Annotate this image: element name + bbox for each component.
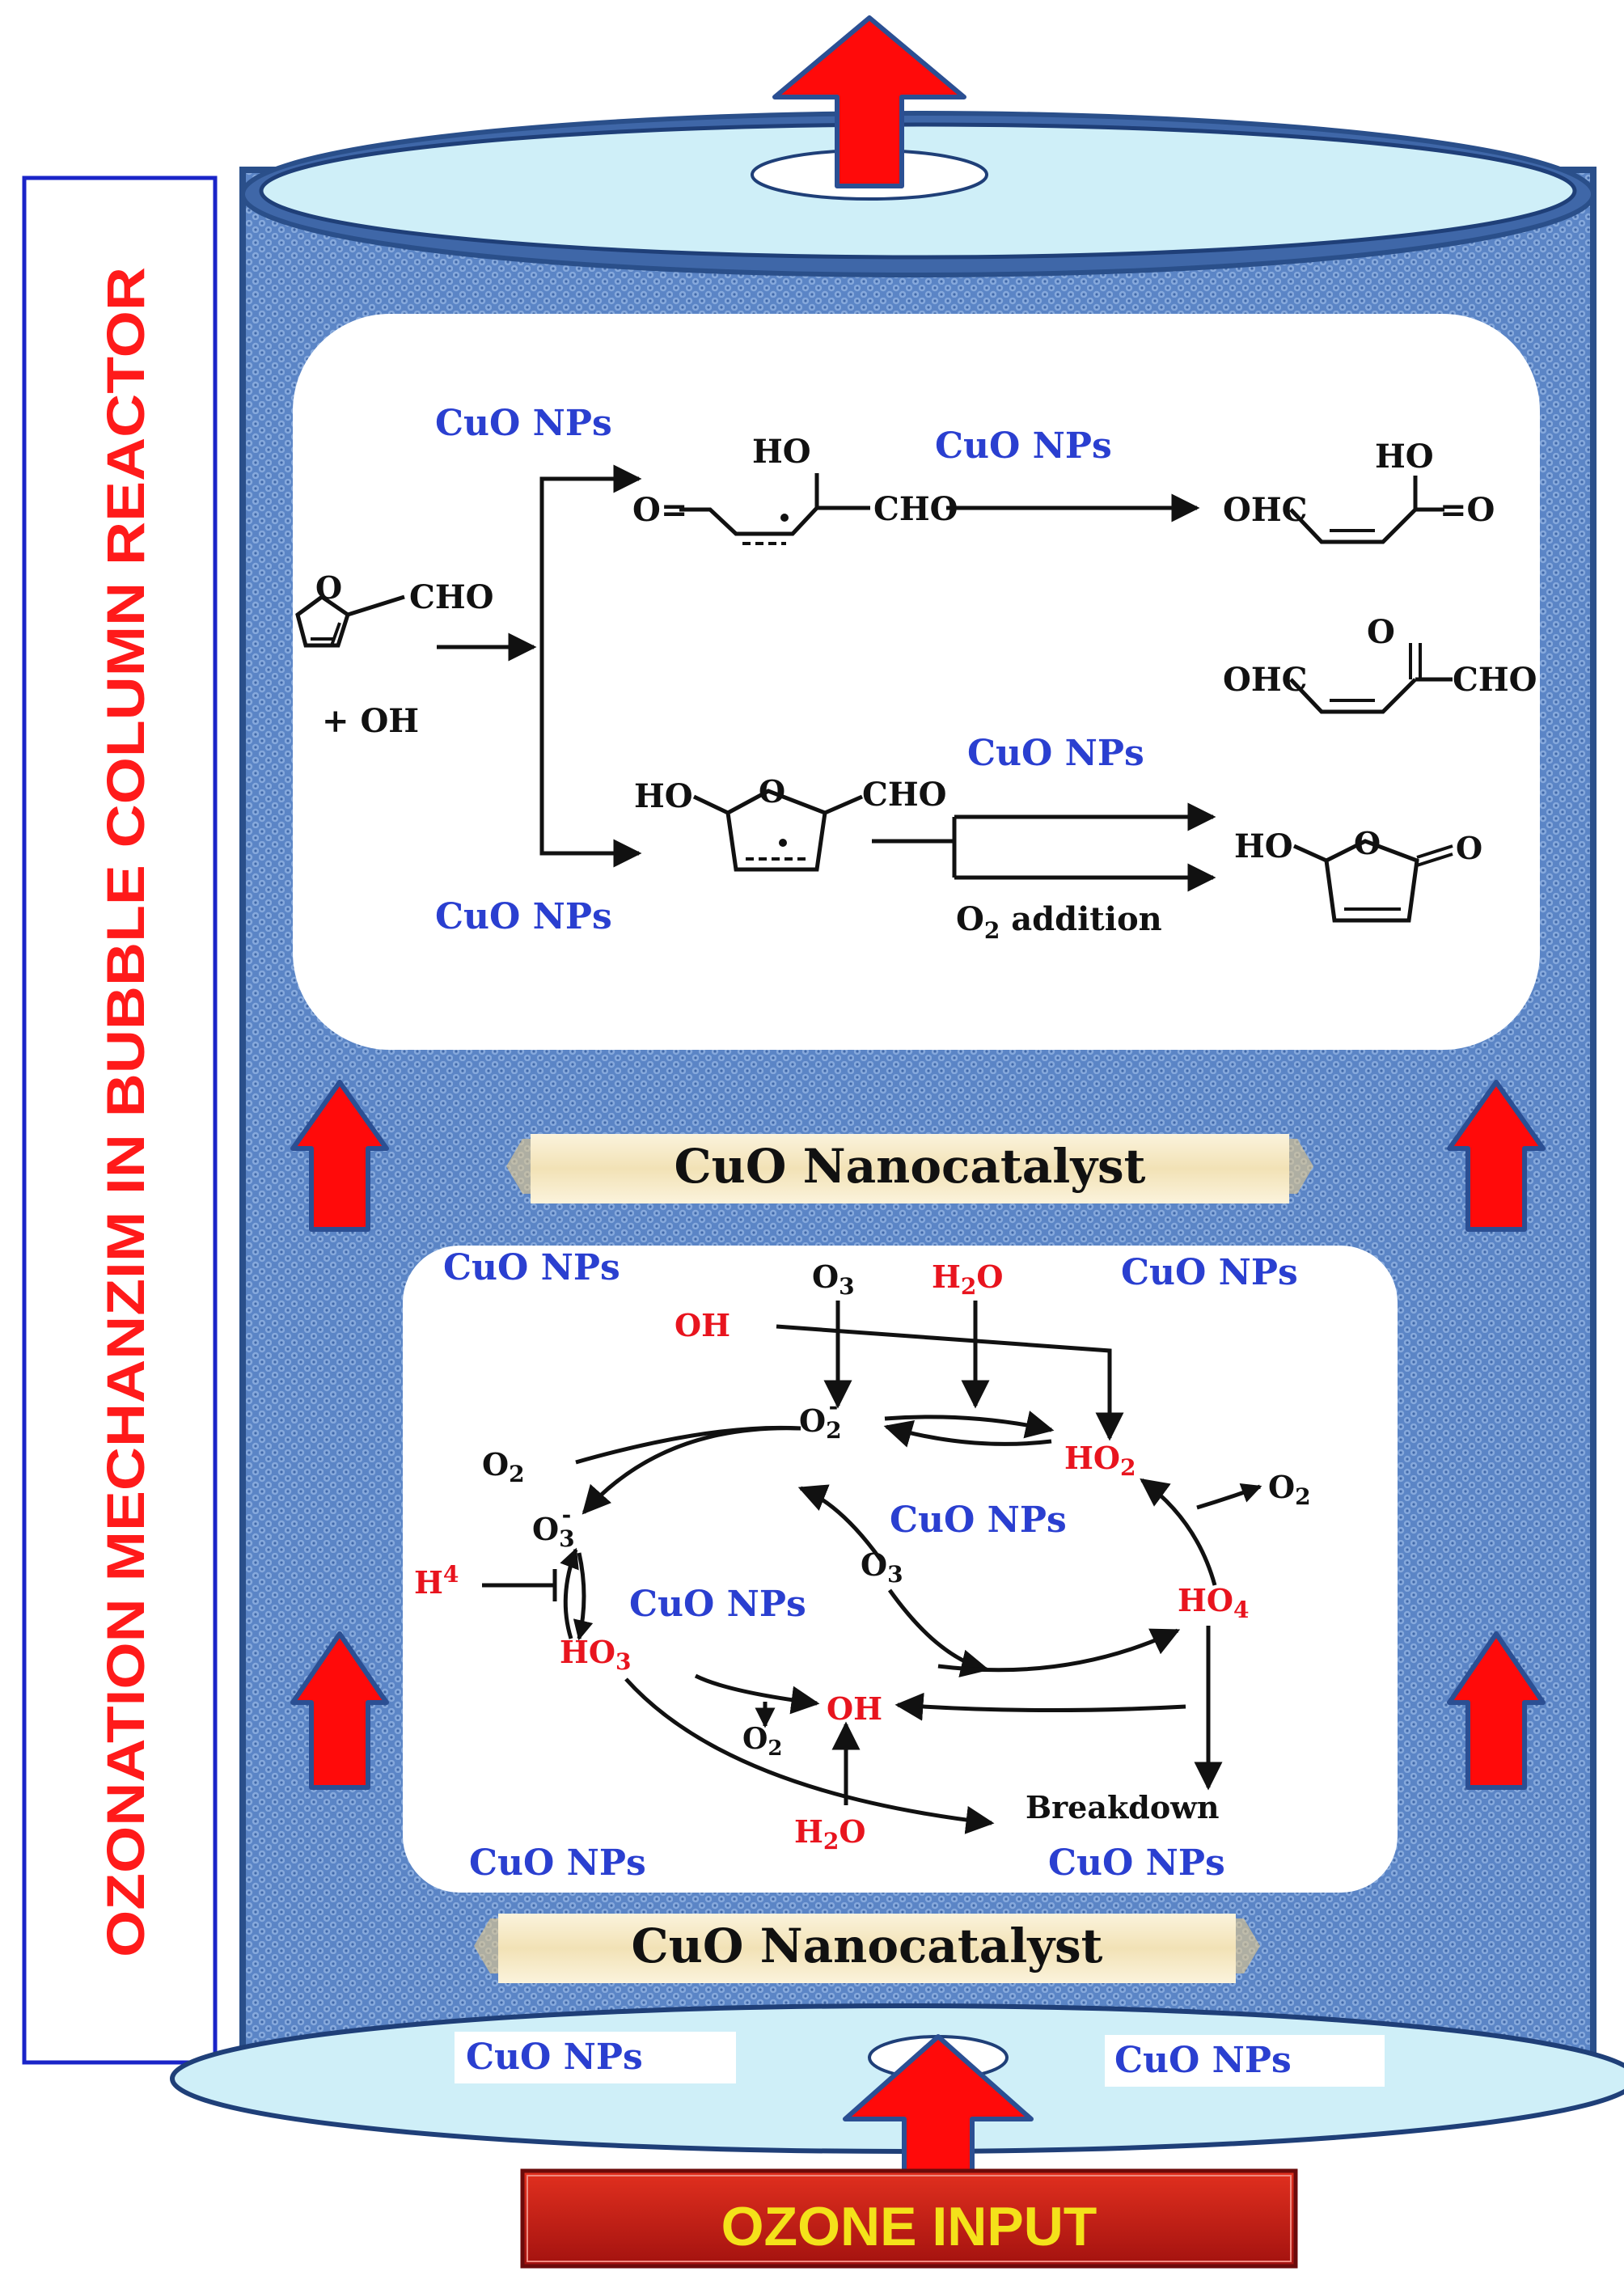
svg-text:HO: HO bbox=[1234, 827, 1293, 865]
svg-text:O: O bbox=[1354, 825, 1381, 861]
band-2-label: CuO Nanocatalyst bbox=[632, 1918, 1103, 1973]
catalyst-label: CuO NPs bbox=[935, 425, 1112, 467]
reagent-oh: + OH bbox=[322, 702, 419, 740]
outlet-arrow bbox=[772, 15, 966, 188]
catalyst-label: CuO NPs bbox=[1114, 2040, 1292, 2081]
o2-right: O2 bbox=[1268, 1469, 1311, 1510]
right-upper-arrow bbox=[1447, 1080, 1546, 1232]
side-title: OZONATION MECHANZIM IN BUBBLE COLUMN REA… bbox=[95, 267, 155, 1957]
product-2: OHC O CHO bbox=[1223, 613, 1537, 714]
svg-text:O: O bbox=[759, 773, 785, 810]
side-title-box: OZONATION MECHANZIM IN BUBBLE COLUMN REA… bbox=[22, 176, 218, 2065]
catalyst-label: CuO NPs bbox=[967, 733, 1144, 774]
left-upper-arrow bbox=[290, 1080, 389, 1232]
ho4: HO4 bbox=[1178, 1582, 1250, 1623]
breakdown-label: Breakdown bbox=[1026, 1789, 1220, 1825]
band-1-label: CuO Nanocatalyst bbox=[675, 1139, 1146, 1194]
catalyst-label: CuO NPs bbox=[629, 1584, 806, 1625]
oh-bottom: OH bbox=[827, 1690, 882, 1727]
right-lower-arrow bbox=[1447, 1631, 1546, 1790]
oh-top: OH bbox=[675, 1307, 730, 1343]
o3-minus: O3- bbox=[532, 1501, 575, 1552]
flow-arrows bbox=[290, 15, 1546, 2223]
svg-text:O: O bbox=[315, 569, 342, 606]
furfural-structure: O CHO + OH bbox=[295, 569, 493, 740]
catalyst-label: CuO NPs bbox=[469, 1842, 646, 1884]
o2-addition-label: O2 addition bbox=[956, 900, 1162, 944]
svg-text:OHC: OHC bbox=[1223, 661, 1307, 699]
catalyst-label: CuO NPs bbox=[443, 1247, 620, 1288]
svg-text:O=: O= bbox=[632, 491, 687, 529]
catalyst-label: CuO NPs bbox=[890, 1500, 1067, 1541]
catalyst-label: CuO NPs bbox=[1048, 1842, 1225, 1884]
svg-text:O: O bbox=[1367, 613, 1395, 651]
cycle-panel: CuO NPs CuO NPs CuO NPs CuO NPs CuO NPs … bbox=[403, 1246, 1398, 1893]
pathway-panel: O CHO + OH O= HO CHO OHC HO bbox=[293, 314, 1540, 1050]
o2-left: O2 bbox=[482, 1446, 525, 1487]
o3-top: O3 bbox=[812, 1258, 855, 1300]
catalyst-label: CuO NPs bbox=[435, 896, 612, 937]
ozone-input-box: OZONE INPUT bbox=[520, 2168, 1298, 2269]
product-3: HO O O bbox=[1234, 825, 1482, 923]
h4: H4 bbox=[414, 1561, 459, 1601]
catalyst-label: CuO NPs bbox=[1121, 1252, 1298, 1293]
svg-text:CHO: CHO bbox=[873, 490, 958, 528]
svg-text:CHO: CHO bbox=[862, 776, 946, 814]
svg-text:CHO: CHO bbox=[1453, 661, 1537, 699]
h2o-bottom: H2O bbox=[794, 1813, 866, 1855]
furfural-cho: CHO bbox=[409, 578, 493, 616]
lower-intermediate: HO O CHO bbox=[634, 773, 946, 872]
svg-text:HO: HO bbox=[1375, 438, 1434, 476]
h2o-top: H2O bbox=[932, 1258, 1004, 1300]
svg-text:HO: HO bbox=[634, 777, 693, 815]
svg-text:OHC: OHC bbox=[1223, 491, 1307, 529]
cycle-arrows bbox=[482, 1301, 1262, 1834]
ozone-input-label: OZONE INPUT bbox=[721, 2196, 1097, 2257]
product-1: OHC HO =O bbox=[1223, 438, 1495, 544]
o3-center: O3 bbox=[861, 1546, 903, 1588]
svg-text:=O: =O bbox=[1440, 491, 1495, 529]
nanocatalyst-band-2: CuO Nanocatalyst bbox=[474, 1914, 1260, 1983]
ho2: HO2 bbox=[1064, 1440, 1136, 1481]
svg-text:O: O bbox=[1456, 830, 1482, 866]
left-lower-arrow bbox=[290, 1631, 389, 1790]
catalyst-label: CuO NPs bbox=[466, 2037, 643, 2078]
upper-intermediate: O= HO CHO bbox=[632, 433, 958, 545]
bottom-cap-labels: CuO NPs CuO NPs bbox=[455, 2032, 1385, 2087]
svg-text:HO: HO bbox=[752, 433, 811, 471]
catalyst-label: CuO NPs bbox=[435, 403, 612, 444]
nanocatalyst-band-1: CuO Nanocatalyst bbox=[506, 1134, 1313, 1203]
